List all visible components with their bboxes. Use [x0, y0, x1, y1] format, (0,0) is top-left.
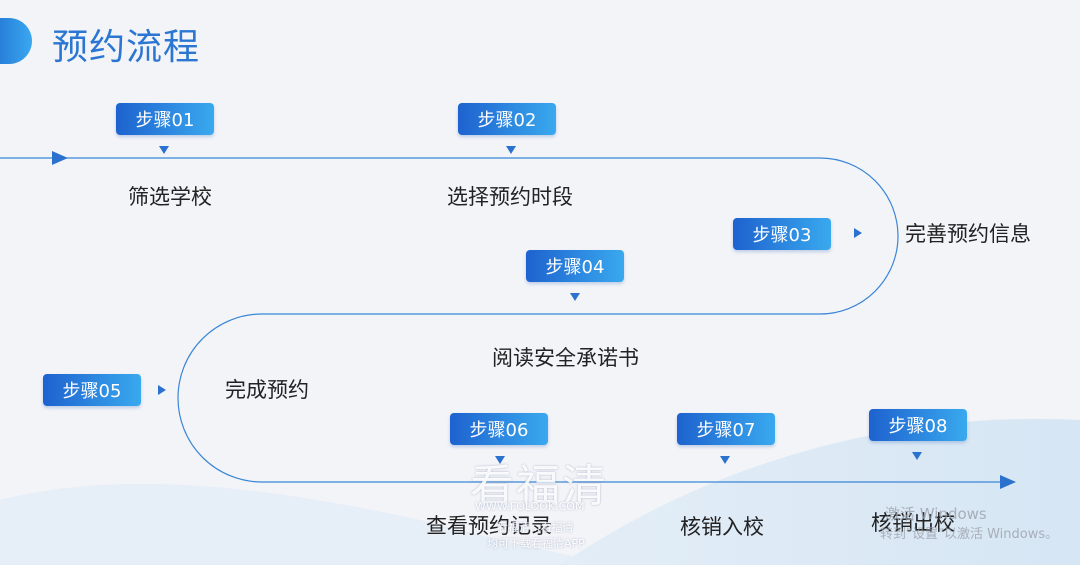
step-08-badge: 步骤08 — [869, 409, 967, 441]
page-title: 预约流程 — [52, 27, 201, 68]
step-08-pointer-icon — [912, 452, 922, 460]
step-07-badge: 步骤07 — [677, 413, 775, 445]
bottom-wave-left — [0, 483, 620, 565]
step-04-pointer-icon — [570, 293, 580, 301]
bottom-wave-right — [560, 418, 1080, 565]
step-01-pointer-icon — [159, 146, 169, 154]
step-05-pointer-icon — [158, 385, 166, 395]
step-04-label: 阅读安全承诺书 — [492, 346, 639, 370]
step-07-label: 核销入校 — [680, 515, 764, 539]
step-02-label: 选择预约时段 — [447, 185, 573, 209]
step-02-badge: 步骤02 — [458, 103, 556, 135]
step-06-badge: 步骤06 — [450, 413, 548, 445]
watermark-line-2: 均可下载看福清APP — [487, 537, 585, 550]
step-02-pointer-icon — [506, 146, 516, 154]
step-03-badge: 步骤03 — [733, 218, 831, 250]
path-end-arrow — [1000, 475, 1016, 489]
step-07-pointer-icon — [720, 456, 730, 464]
step-01-label: 筛选学校 — [128, 185, 212, 209]
step-03-label: 完善预约信息 — [905, 222, 1031, 246]
process-path — [0, 157, 1005, 483]
watermark-line-1: 看福清...看福清 — [497, 521, 574, 534]
step-05-label: 完成预约 — [225, 378, 309, 402]
step-06-pointer-icon — [495, 456, 505, 464]
step-01-badge: 步骤01 — [116, 103, 214, 135]
watermark-brand: 看福清 — [470, 461, 608, 512]
step-03-pointer-icon — [854, 228, 862, 238]
step-05-badge: 步骤05 — [43, 374, 141, 406]
step-08-label: 核销出校 — [871, 511, 955, 535]
windows-activation-title: 激活 Windows — [885, 505, 987, 523]
path-start-arrow — [52, 151, 68, 165]
windows-activation-hint: 转到"设置"以激活 Windows。 — [880, 527, 1059, 542]
step-04-badge: 步骤04 — [526, 250, 624, 282]
step-06-label: 查看预约记录 — [426, 514, 552, 538]
watermark-url: WWW.FOLOOK.COM — [475, 500, 585, 513]
